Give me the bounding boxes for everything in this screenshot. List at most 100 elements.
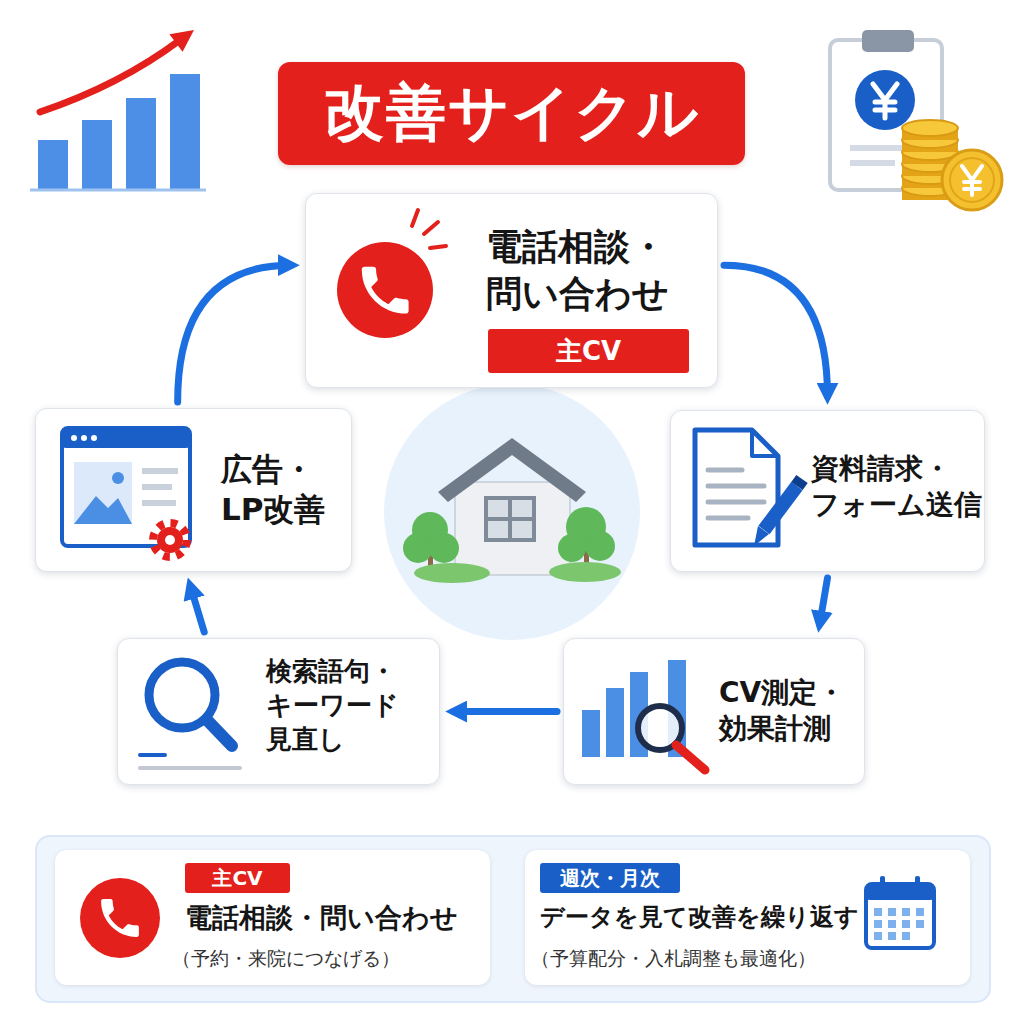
document-pencil-icon-part (695, 430, 778, 545)
title-banner: 改善サイクル (278, 62, 745, 165)
node-label: 資料請求・ フォーム送信 (811, 451, 987, 524)
search-icon-part (207, 720, 232, 746)
step-box: 資料請求・ フォーム送信 (670, 410, 985, 572)
house-illustration-part (438, 438, 586, 502)
node-label: 広告・ LP改善 (221, 449, 346, 530)
calendar-icon (866, 876, 934, 948)
browser-gear-icon-part (62, 428, 190, 448)
measurement-chart-icon (582, 660, 705, 770)
measurement-chart-icon-part (638, 706, 682, 750)
step-box: 広告・ LP改善 (35, 408, 352, 572)
document-pencil-icon-part (752, 430, 778, 456)
document-pencil-icon-part (754, 526, 769, 546)
budget-clipboard-icon-part (850, 145, 905, 151)
growth-chart-icon-part (169, 30, 194, 52)
badge-label: 主CV (556, 334, 621, 369)
search-icon-part (140, 753, 165, 757)
browser-gear-icon-part (157, 527, 183, 553)
budget-clipboard-icon-part (902, 152, 958, 164)
growth-chart-icon-part (40, 40, 180, 112)
house-illustration-part (384, 384, 640, 640)
phone-icon-part (362, 267, 409, 314)
house-illustration-part (488, 500, 508, 517)
budget-clipboard-icon-part (902, 180, 958, 196)
calendar-icon-part (902, 908, 910, 916)
house-illustration (384, 384, 640, 640)
house-illustration-part (566, 507, 606, 547)
calendar-icon-part (888, 920, 896, 928)
phone-icon-part (101, 899, 139, 937)
phone-icon (80, 878, 160, 958)
budget-clipboard-icon-part (902, 156, 958, 172)
document-pencil-icon-part (764, 486, 797, 530)
browser-gear-icon-part (91, 435, 97, 441)
calendar-icon-part (916, 908, 924, 916)
house-illustration-part (484, 496, 536, 542)
budget-clipboard-icon-part (902, 132, 958, 148)
period-badge: 週次・月次 (540, 863, 680, 893)
browser-gear-icon-part (142, 484, 172, 490)
cv-step-box: 電話相談・ 問い合わせ主CV (305, 193, 718, 388)
browser-gear-icon-part (74, 496, 132, 524)
house-illustration-part (558, 534, 586, 562)
calendar-icon-part (866, 884, 934, 900)
measurement-chart-icon-part (676, 745, 705, 770)
phone-icon-part (337, 242, 433, 338)
budget-clipboard-icon-part (950, 158, 994, 202)
budget-clipboard-icon-part (902, 128, 958, 140)
node-label: 検索語句・ キーワード 見直し (266, 655, 426, 756)
browser-gear-icon-part (142, 468, 178, 474)
cv-badge: 主CV (185, 863, 290, 893)
step-box: 検索語句・ キーワード 見直し (117, 638, 440, 785)
budget-clipboard-icon-part (873, 84, 897, 118)
browser-gear-icon-part (74, 462, 132, 524)
calendar-icon-part (916, 920, 924, 928)
document-pencil-icon (695, 430, 802, 546)
calendar-icon-part (874, 908, 882, 916)
summary-panel (36, 836, 990, 1002)
measurement-chart-icon-part (630, 672, 648, 757)
calendar-icon-part (874, 920, 882, 928)
phone-icon-part (412, 210, 418, 226)
budget-clipboard-icon-part (862, 30, 914, 52)
node-note: （予算配分・入札調整も最適化） (531, 946, 861, 971)
measurement-chart-icon-part (582, 710, 600, 757)
search-icon-part (140, 766, 240, 770)
document-pencil-icon-part (797, 479, 802, 486)
growth-chart-icon-part (38, 140, 68, 190)
browser-gear-icon-part (81, 435, 87, 441)
budget-clipboard-icon-part (902, 176, 958, 188)
calendar-icon-part (902, 920, 910, 928)
budget-clipboard-icon-part (830, 40, 942, 190)
summary-card: 電話相談・問い合わせ（予約・来院につなげる）主CV (55, 850, 490, 985)
budget-clipboard-icon-part (902, 120, 958, 136)
growth-chart-icon-part (82, 120, 112, 190)
calendar-icon-part (888, 932, 896, 940)
step-box: CV測定・ 効果計測 (563, 638, 865, 785)
cycle-arrow (454, 708, 557, 715)
measurement-chart-icon-part (606, 688, 624, 757)
budget-clipboard-icon-part (850, 160, 895, 166)
summary-card: データを見て改善を繰り返す（予算配分・入札調整も最適化）週次・月次 (525, 850, 970, 985)
phone-icon-part (80, 878, 160, 958)
budget-clipboard-icon-part (902, 140, 958, 152)
browser-gear-icon-part (112, 472, 124, 484)
house-illustration-part (414, 563, 490, 583)
cycle-arrow (820, 578, 828, 624)
node-label: 電話相談・ 問い合わせ (486, 224, 711, 318)
house-illustration-part (412, 512, 448, 548)
budget-clipboard-icon-part (855, 70, 915, 130)
node-label: 電話相談・問い合わせ (185, 900, 485, 935)
calendar-icon-part (888, 908, 896, 916)
house-illustration-part (488, 521, 508, 538)
measurement-chart-icon-part (668, 660, 686, 757)
budget-clipboard-icon-part (902, 144, 958, 160)
growth-chart-icon-part (126, 98, 156, 190)
search-icon (140, 662, 240, 768)
calendar-icon-part (866, 884, 934, 948)
budget-clipboard-icon-part (902, 188, 958, 200)
phone-icon-part (424, 222, 438, 234)
node-label: CV測定・ 効果計測 (719, 675, 859, 748)
house-illustration-part (429, 533, 459, 563)
